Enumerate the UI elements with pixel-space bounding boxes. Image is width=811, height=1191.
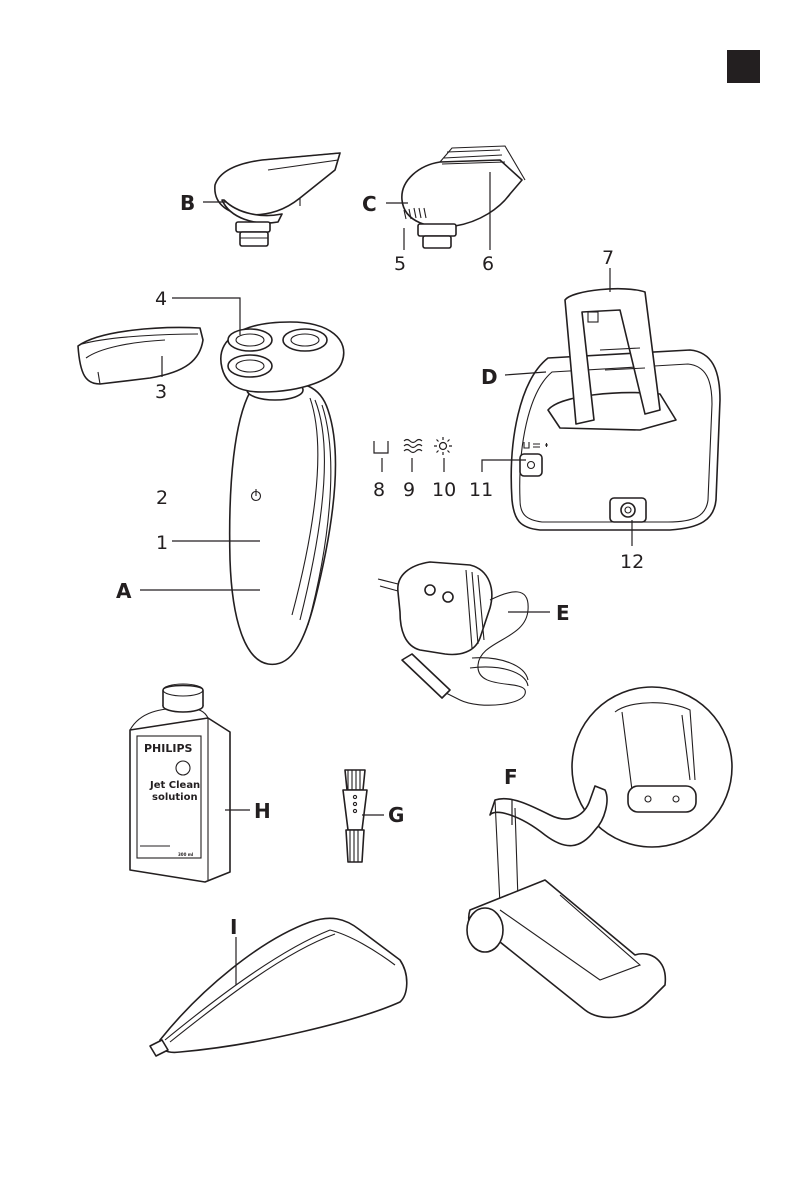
callout-labels: B C 5 6 7 4 3 D 8 9 10 11 12 2 1 A E F H…: [116, 191, 644, 939]
label-G: G: [388, 803, 404, 827]
bottle-brand: PHILIPS: [144, 742, 193, 755]
charging-stand: [466, 785, 666, 1019]
waves-icon: [403, 438, 423, 454]
label-5: 5: [394, 253, 406, 275]
trimmer-attachment-b: [214, 152, 341, 247]
label-B: B: [180, 191, 195, 215]
label-8: 8: [373, 479, 385, 501]
shaving-unit: [220, 321, 345, 393]
label-6: 6: [482, 253, 494, 275]
label-A: A: [116, 579, 132, 603]
label-F: F: [504, 765, 518, 789]
bottle-line1: Jet Clean: [149, 780, 200, 791]
label-I: I: [230, 915, 237, 939]
sun-icon: [434, 437, 452, 455]
bottle-line2: solution: [152, 792, 198, 803]
label-1: 1: [156, 532, 168, 554]
bottle-volume: 300 ml: [178, 852, 194, 857]
protection-cap: [77, 326, 204, 385]
stand-detail-inset: [571, 686, 733, 848]
label-2: 2: [156, 487, 168, 509]
cleaning-unit-lid: [564, 287, 661, 425]
leader-lines: [140, 172, 633, 985]
travel-pouch: [149, 917, 408, 1057]
label-E: E: [556, 601, 570, 625]
label-7: 7: [602, 247, 614, 269]
power-icon: [250, 489, 262, 502]
label-D: D: [481, 365, 498, 389]
label-3: 3: [155, 381, 167, 403]
shaver-handle: [228, 379, 337, 666]
cleaning-brush: [342, 769, 368, 863]
bottle-label: PHILIPS Jet Clean solution 300 ml: [144, 742, 200, 857]
cup-icon: [373, 441, 389, 454]
label-9: 9: [403, 479, 415, 501]
label-4: 4: [155, 288, 167, 310]
language-tab: [727, 50, 760, 83]
label-H: H: [254, 799, 271, 823]
cleaning-solution-bottle: [129, 683, 231, 883]
cleaning-unit: [510, 349, 721, 531]
label-12: 12: [620, 551, 644, 573]
beard-styler-attachment-c: [401, 145, 526, 249]
label-10: 10: [432, 479, 456, 501]
power-adapter: [377, 561, 529, 706]
label-C: C: [362, 192, 377, 216]
label-11: 11: [469, 479, 493, 501]
